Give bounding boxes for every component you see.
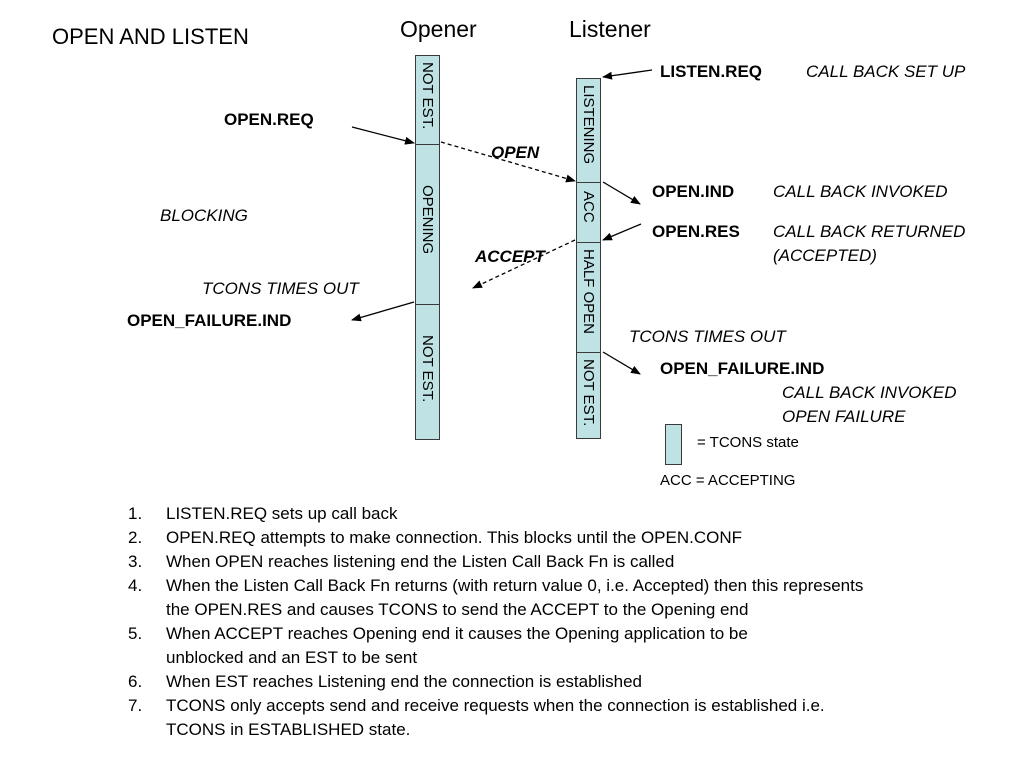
listen-req-label: LISTEN.REQ [660,62,763,81]
open-ind-label: OPEN.IND [652,182,735,201]
list-item-number: 1. [128,504,143,523]
notes-list: 1. LISTEN.REQ sets up call back 2. OPEN.RE… [128,502,928,742]
opener-state-bar: NOT EST. OPENING NOT EST. [415,55,440,440]
list-item-number: 5. [128,624,143,643]
list-item: 2. OPEN.REQ attempts to make connection. … [128,526,928,550]
legend-swatch [665,424,682,465]
legend-acc-label: ACC = ACCEPTING [660,472,796,489]
accepted-label: (ACCEPTED) [773,246,877,265]
opener-state-opening: OPENING [416,144,439,304]
open-failure-ind-right-label: OPEN_FAILURE.IND [660,359,825,378]
open-failure-ind-left-label: OPEN_FAILURE.IND [127,311,292,330]
accept-message-label: ACCEPT [475,247,545,266]
open-failure-right-arrow [602,351,641,375]
tcons-times-out-left-label: TCONS TIMES OUT [202,279,359,298]
open-req-label: OPEN.REQ [224,110,314,129]
opener-state-label: OPENING [419,185,436,255]
list-item-text: LISTEN.REQ sets up call back [166,504,398,523]
open-message-label: OPEN [491,143,540,162]
slide-title: OPEN AND LISTEN [52,24,249,49]
list-item: 5. When ACCEPT reaches Opening end it cau… [128,622,928,670]
list-item: 3. When OPEN reaches listening end the Li… [128,550,928,574]
opener-state-not-est: NOT EST. [416,56,439,144]
open-failure-label: OPEN FAILURE [782,407,906,426]
list-item-number: 2. [128,528,143,547]
call-back-invoked-2-label: CALL BACK INVOKED [782,383,957,402]
listener-column-header: Listener [569,16,651,42]
list-item: 4. When the Listen Call Back Fn returns (… [128,574,928,622]
list-item-text: TCONS only accepts send and receive requ… [166,696,825,739]
tcons-times-out-right-label: TCONS TIMES OUT [629,327,786,346]
listener-state-label: NOT EST. [580,359,597,427]
blocking-label: BLOCKING [160,206,248,225]
open-ind-arrow [602,181,641,205]
listener-state-label: ACC [580,191,597,223]
open-failure-left-arrow [351,301,415,322]
list-item: 6. When EST reaches Listening end the con… [128,670,928,694]
listener-state-not-est: NOT EST. [577,352,600,440]
accept-message-arrow [472,239,576,289]
legend-state-label: = TCONS state [697,434,799,451]
list-item-number: 4. [128,576,143,595]
open-message-arrow [440,141,576,183]
listen-req-arrow [602,69,653,80]
listener-state-acc: ACC [577,182,600,242]
listener-state-half-open: HALF OPEN [577,242,600,352]
opener-state-not-est-2: NOT EST. [416,304,439,441]
call-back-invoked-label: CALL BACK INVOKED [773,182,948,201]
list-item-text: When ACCEPT reaches Opening end it cause… [166,624,748,667]
call-back-returned-label: CALL BACK RETURNED [773,222,966,241]
list-item-number: 3. [128,552,143,571]
opener-state-label: NOT EST. [419,335,436,403]
list-item-text: When EST reaches Listening end the conne… [166,672,642,691]
list-item-text: When OPEN reaches listening end the List… [166,552,675,571]
list-item-number: 7. [128,696,143,715]
list-item-text: When the Listen Call Back Fn returns (wi… [166,576,864,619]
listener-state-listening: LISTENING [577,79,600,182]
open-res-arrow [602,223,642,241]
call-back-set-up-label: CALL BACK SET UP [806,62,966,81]
list-item: 1. LISTEN.REQ sets up call back [128,502,928,526]
open-req-arrow [351,126,415,145]
opener-column-header: Opener [400,16,477,42]
list-item-text: OPEN.REQ attempts to make connection. Th… [166,528,743,547]
list-item-number: 6. [128,672,143,691]
open-res-label: OPEN.RES [652,222,740,241]
listener-state-bar: LISTENING ACC HALF OPEN NOT EST. [576,78,601,439]
listener-state-label: LISTENING [580,85,597,165]
opener-state-label: NOT EST. [419,62,436,130]
listener-state-label: HALF OPEN [580,249,597,335]
list-item: 7. TCONS only accepts send and receive re… [128,694,928,742]
